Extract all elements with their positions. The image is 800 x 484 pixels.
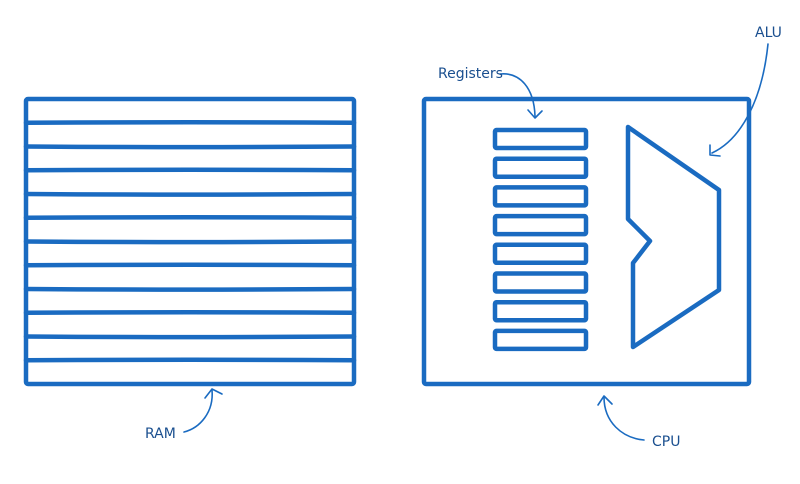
- ram-block: [23, 96, 357, 387]
- annotations: [183, 43, 769, 441]
- ram-slot-line: [23, 120, 357, 125]
- ram-arrow: [183, 389, 213, 433]
- alu-arrow: [711, 43, 769, 154]
- ram-slot-line: [23, 310, 357, 315]
- ram-label: RAM: [145, 426, 176, 442]
- ram-slots: [23, 120, 357, 363]
- cpu-arrow: [603, 396, 645, 441]
- register-box: [492, 185, 589, 208]
- alu-arrowhead: [709, 144, 721, 157]
- ram-slot-line: [23, 144, 357, 150]
- alu-label: ALU: [755, 25, 782, 41]
- register-box: [492, 271, 589, 294]
- alu-shape: [625, 124, 722, 350]
- ram-slot-line: [23, 262, 357, 268]
- ram-slot-line: [23, 191, 357, 197]
- register-box: [492, 156, 589, 179]
- ram-slot-line: [23, 239, 357, 245]
- registers-label: Registers: [438, 66, 503, 82]
- register-box: [492, 127, 589, 151]
- ram-slot-line: [23, 215, 357, 220]
- registers-arrowhead: [527, 109, 543, 119]
- registers-arrow: [499, 73, 536, 117]
- register-box: [492, 299, 589, 323]
- ram-slot-line: [23, 357, 357, 363]
- cpu-arrowhead: [597, 395, 613, 406]
- register-box: [492, 328, 589, 352]
- ram-slot-line: [23, 334, 357, 340]
- ram-slot-line: [23, 286, 357, 292]
- ram-slot-line: [23, 167, 357, 173]
- cpu-block: [421, 96, 752, 387]
- ram-arrowhead: [204, 388, 223, 399]
- register-box: [492, 242, 589, 266]
- cpu-label: CPU: [652, 434, 681, 450]
- register-stack: [492, 127, 589, 352]
- cpu-outline: [421, 96, 752, 387]
- register-box: [492, 213, 589, 237]
